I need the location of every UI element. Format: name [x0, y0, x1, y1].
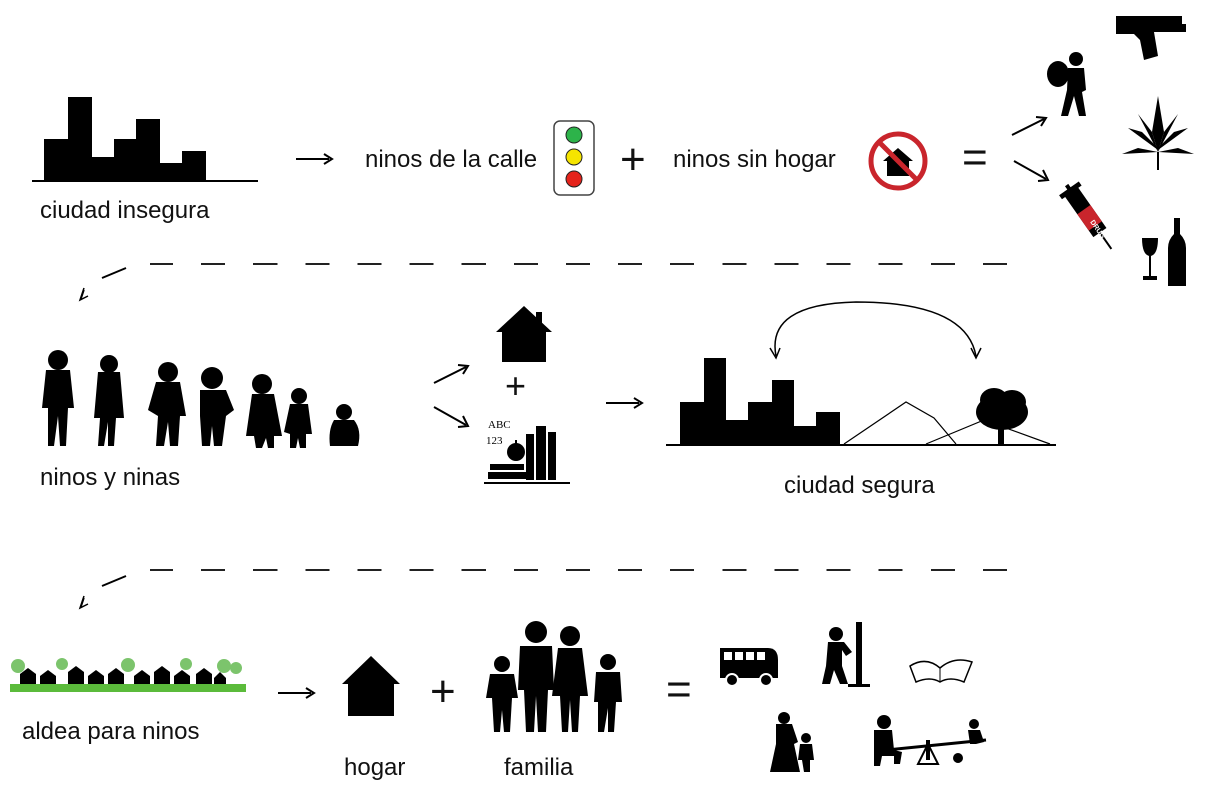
arrow-right-icon-3	[278, 687, 316, 699]
traffic-light-icon	[553, 120, 595, 196]
seesaw-icon	[874, 715, 987, 766]
arrow-right-icon-2	[606, 397, 644, 409]
branch-arrow-up-icon	[1011, 116, 1048, 136]
numbers-label: 123	[486, 435, 503, 447]
children-label: ninos y ninas	[40, 464, 181, 491]
abc-label: ABC	[488, 419, 511, 431]
separator-1	[150, 263, 1028, 265]
painter-icon	[822, 622, 870, 687]
split-arrow-up-icon	[433, 364, 470, 384]
mother-child-icon	[770, 712, 814, 772]
house-icon	[496, 306, 552, 362]
no-home-icon	[868, 131, 928, 191]
row3-equals-sign: =	[666, 665, 692, 714]
family-label: familia	[504, 754, 574, 781]
skyline-icon	[32, 97, 258, 182]
city-unsafe-label: ciudad insegura	[40, 197, 210, 224]
home-house-icon	[342, 656, 400, 716]
flow-arrow-down-icon	[78, 267, 127, 302]
equals-sign: =	[962, 133, 988, 182]
row2-plus-sign: +	[505, 365, 527, 406]
open-book-icon	[909, 659, 973, 683]
syringe-icon: DRUG	[1059, 181, 1113, 250]
wine-icon	[1142, 218, 1186, 286]
village-icon	[10, 658, 246, 692]
branch-arrow-down-icon	[1013, 160, 1050, 182]
books-icon: ABC 123	[484, 419, 570, 484]
arrow-right-icon	[296, 153, 334, 165]
row3-plus-sign: +	[430, 667, 456, 716]
thief-icon	[1047, 52, 1086, 116]
family-icon	[486, 621, 622, 732]
home-label: hogar	[344, 754, 406, 781]
children-silhouettes-icon	[42, 350, 360, 448]
cannabis-leaf-icon	[1122, 96, 1194, 170]
gun-icon	[1116, 16, 1186, 60]
street-children-label: ninos de la calle	[365, 146, 538, 173]
flow-arrow-down-icon-2	[78, 575, 127, 610]
plus-sign: +	[620, 135, 646, 184]
city-nature-icon	[666, 301, 1056, 446]
homeless-children-label: ninos sin hogar	[673, 146, 836, 173]
split-arrow-down-icon	[433, 406, 470, 428]
village-label: aldea para ninos	[22, 718, 200, 745]
bus-icon	[720, 648, 778, 687]
separator-2	[150, 569, 1028, 571]
safe-city-label: ciudad segura	[784, 472, 935, 499]
